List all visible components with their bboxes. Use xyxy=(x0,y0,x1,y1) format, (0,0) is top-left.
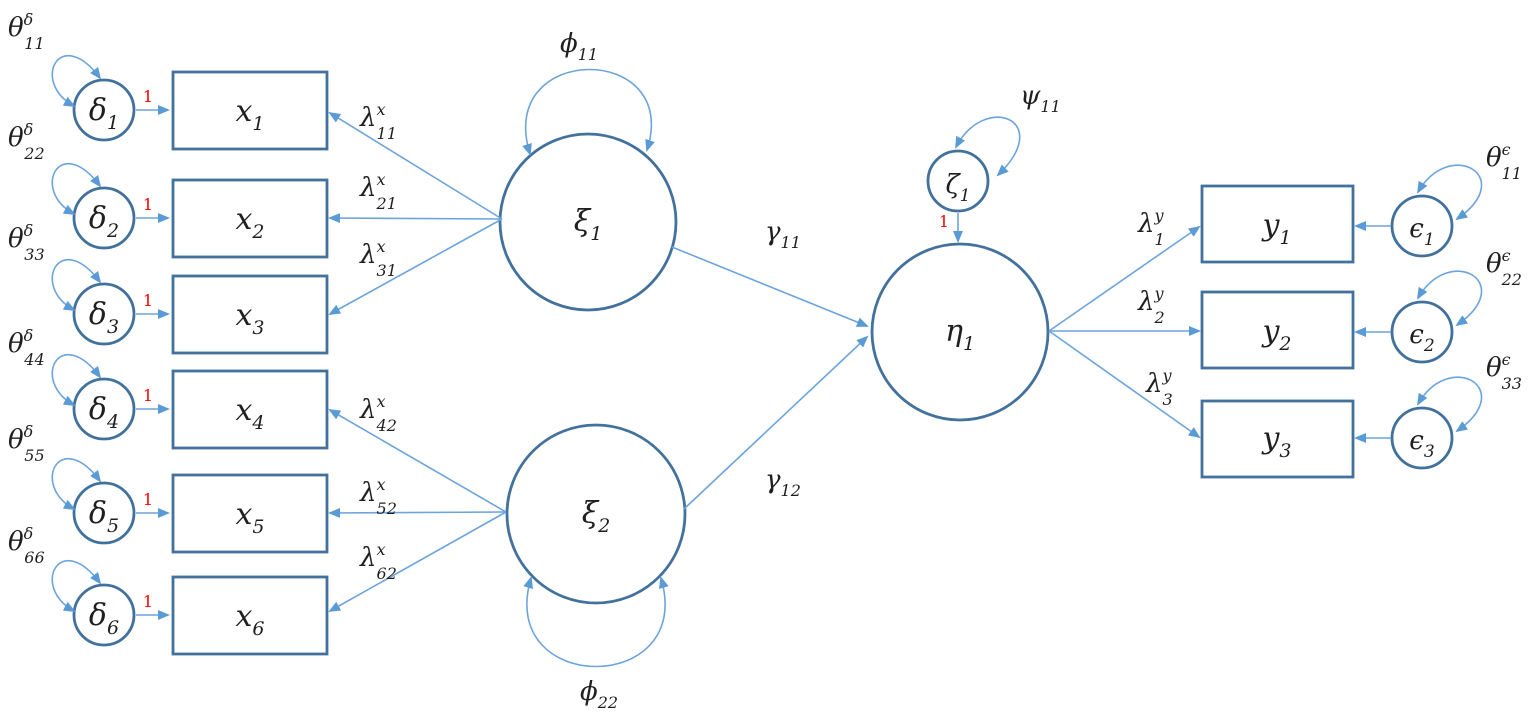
x2-box xyxy=(171,178,329,259)
delta3-label: δ3 xyxy=(89,297,119,338)
xi2-x6-arrow xyxy=(328,511,507,612)
phi11-loop xyxy=(522,68,655,156)
x1-label: x1 xyxy=(235,94,264,135)
fixed1-delta4: 1 xyxy=(143,386,153,405)
x2-label: x2 xyxy=(235,202,264,243)
theta-epsilon3-loop xyxy=(1416,376,1483,433)
gamma12-arrow xyxy=(683,335,869,510)
xi2-circle xyxy=(505,423,687,605)
psi11-loop xyxy=(955,116,1021,177)
xi2-x5-arrow xyxy=(328,507,507,518)
xi2-label: ξ2 xyxy=(582,496,611,537)
x6-box xyxy=(171,575,329,656)
delta4-label: δ4 xyxy=(89,392,119,433)
epsilon3-label: ϵ3 xyxy=(1409,426,1434,462)
fixed1-delta6: 1 xyxy=(143,592,153,611)
x6-label: x6 xyxy=(235,599,264,640)
eta1-y3-arrow xyxy=(1048,330,1201,439)
x4-box xyxy=(171,369,329,450)
epsilon2-label: ϵ2 xyxy=(1409,320,1434,356)
y3-box xyxy=(1200,399,1355,479)
xi1-x2-arrow xyxy=(328,213,503,224)
x3-label: x3 xyxy=(235,298,264,339)
x5-box xyxy=(171,473,329,554)
fixed1-delta5: 1 xyxy=(143,490,153,509)
phi22-loop xyxy=(523,576,669,668)
theta-epsilon1-loop xyxy=(1416,164,1483,221)
y3-label: y3 xyxy=(1260,421,1291,462)
fixed1-zeta1: 1 xyxy=(939,212,949,231)
theta-delta1-loop xyxy=(51,54,102,107)
delta5-label: δ5 xyxy=(89,496,119,537)
y2-box xyxy=(1200,290,1355,370)
phi-11-label: ϕ11 xyxy=(560,29,598,64)
theta-delta5-loop xyxy=(51,457,102,510)
xi1-circle xyxy=(498,132,678,312)
eta1-y1-arrow xyxy=(1048,225,1201,332)
x1-box xyxy=(171,70,329,151)
xi2-x4-arrow xyxy=(328,408,507,513)
x5-label: x5 xyxy=(235,497,264,538)
delta1-label: δ1 xyxy=(89,93,119,134)
delta6-label: δ6 xyxy=(89,598,119,639)
theta-delta3-loop xyxy=(51,258,102,311)
gamma-11-label: γ11 xyxy=(765,217,801,252)
xi1-x3-arrow xyxy=(328,218,503,315)
xi1-label: ξ1 xyxy=(574,204,603,245)
theta-delta2-loop xyxy=(51,162,102,215)
zeta1-label: ζ1 xyxy=(946,170,971,206)
gamma11-arrow xyxy=(671,246,869,327)
delta2-label: δ2 xyxy=(89,201,119,242)
theta-delta4-loop xyxy=(51,353,102,406)
eta1-circle xyxy=(870,242,1050,422)
psi-11-label: ψ11 xyxy=(1020,81,1061,116)
eta1-label: η1 xyxy=(945,314,975,355)
phi-22-label: ϕ22 xyxy=(580,677,618,712)
y2-label: y2 xyxy=(1260,314,1291,355)
fixed1-delta3: 1 xyxy=(143,291,153,310)
y1-label: y1 xyxy=(1260,208,1291,249)
epsilon1-label: ϵ1 xyxy=(1409,214,1434,250)
gamma-12-label: γ12 xyxy=(765,465,801,500)
theta-epsilon2-loop xyxy=(1416,270,1483,327)
theta-delta6-loop xyxy=(51,559,102,612)
y1-box xyxy=(1200,184,1355,264)
x3-box xyxy=(171,274,329,355)
xi1-x1-arrow xyxy=(328,111,503,220)
x4-label: x4 xyxy=(235,393,264,434)
fixed1-delta2: 1 xyxy=(143,195,153,214)
fixed1-delta1: 1 xyxy=(143,87,153,106)
